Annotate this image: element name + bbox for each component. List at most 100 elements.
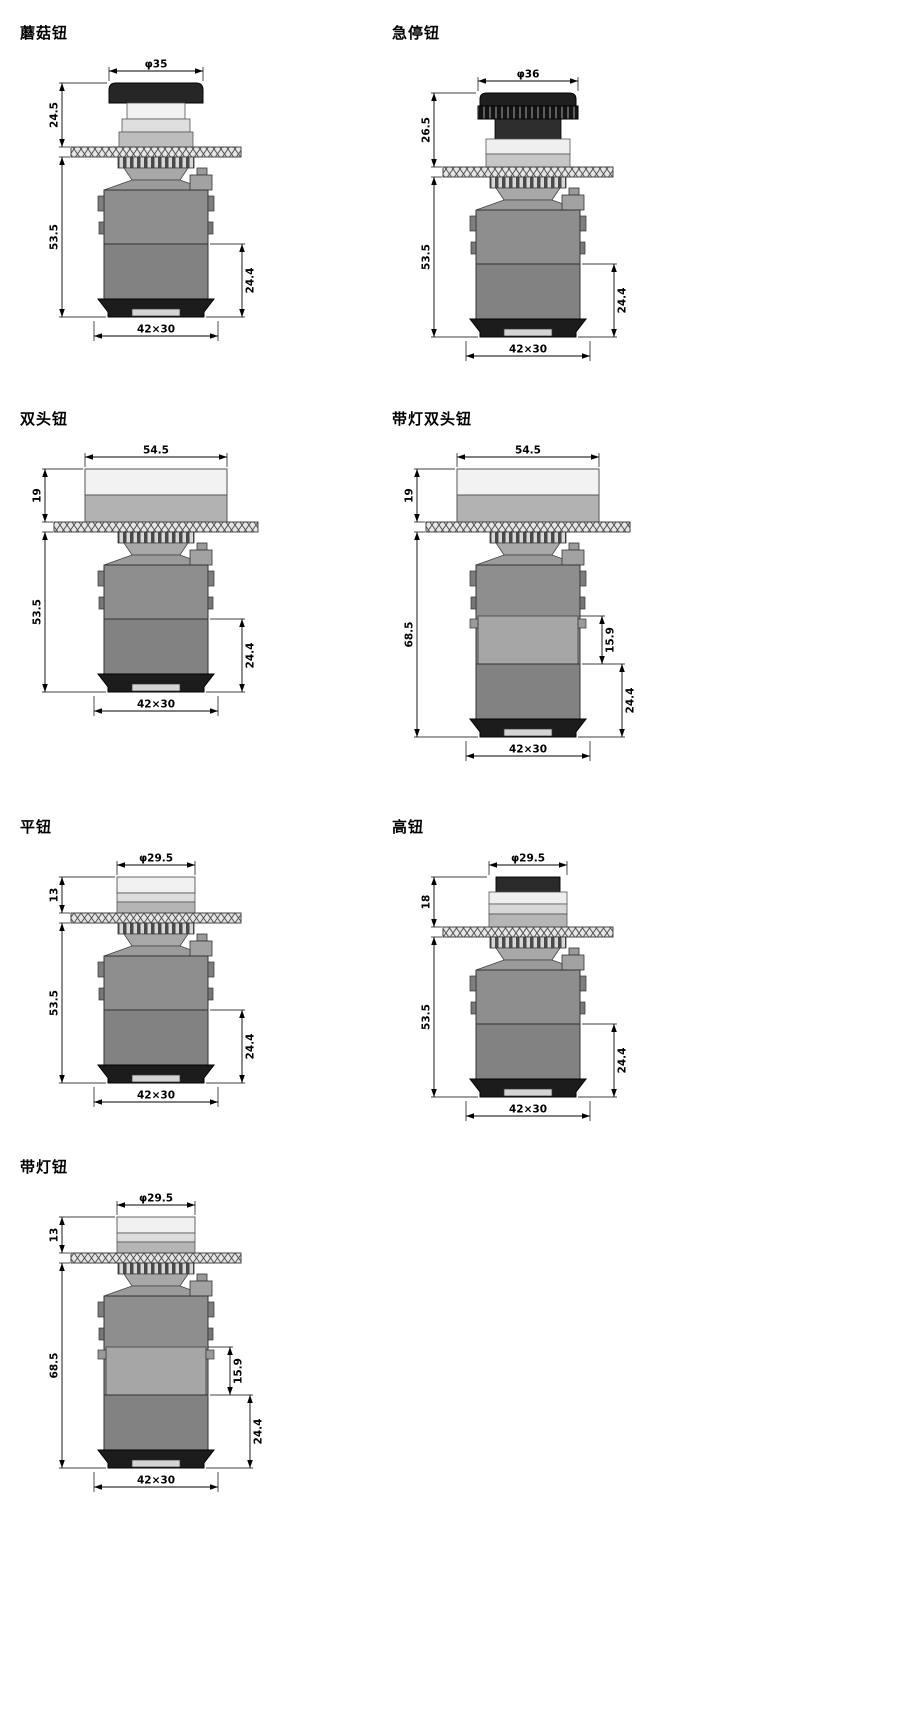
base xyxy=(96,1449,216,1469)
lamp-terminal xyxy=(469,618,479,629)
dimension: 42×30 xyxy=(94,699,218,714)
side-clip xyxy=(207,1301,215,1318)
dimension: 24.4 xyxy=(611,264,629,337)
dimension-label: 53.5 xyxy=(49,990,61,1016)
dimension-label: 53.5 xyxy=(421,1004,433,1030)
dimension: 24.5 xyxy=(49,83,65,147)
dimension: φ29.5 xyxy=(117,1193,195,1208)
dimension: φ35 xyxy=(109,59,203,74)
dimension-label: 42×30 xyxy=(137,699,175,711)
dimension: 15.9 xyxy=(227,1347,245,1395)
side-clip xyxy=(207,596,214,610)
dimension: 53.5 xyxy=(49,923,65,1083)
base xyxy=(96,673,216,693)
contact-block xyxy=(103,1394,209,1451)
dimension: 24.4 xyxy=(247,1395,265,1468)
dimension: 24.4 xyxy=(239,619,257,692)
side-clip xyxy=(470,596,477,610)
dimension-label: 68.5 xyxy=(404,622,416,648)
base-plate xyxy=(131,1074,181,1083)
contact-block xyxy=(103,618,209,675)
collar xyxy=(495,542,561,556)
terminal-screw xyxy=(196,167,208,176)
dimension: 53.5 xyxy=(49,157,65,317)
side-clip xyxy=(579,241,586,255)
side-clip xyxy=(207,987,214,1001)
dimension: 42×30 xyxy=(466,744,590,759)
dimension-label: 24.4 xyxy=(245,268,257,294)
dimension-label: 42×30 xyxy=(137,1475,175,1487)
dimension: 13 xyxy=(49,877,65,913)
figure-mushroom-button: 蘑菇钮 φ35 24.5 53.5 24.4 42×30 xyxy=(18,22,298,353)
dimension-label: 13 xyxy=(49,888,61,903)
contact-block xyxy=(475,263,581,320)
dimension-label: 24.4 xyxy=(617,1048,629,1074)
mounting-panel xyxy=(70,912,242,924)
side-clip xyxy=(207,1327,214,1341)
base-plate xyxy=(131,308,181,317)
dimension: 42×30 xyxy=(94,1090,218,1105)
knurled-ring xyxy=(117,922,195,935)
dimension-label: 24.5 xyxy=(49,102,61,128)
dimension-label: 53.5 xyxy=(32,599,44,625)
knurled-ring xyxy=(489,531,567,544)
contact-block xyxy=(103,243,209,300)
collar xyxy=(123,167,189,181)
terminal-block xyxy=(561,549,585,566)
side-clip xyxy=(470,1001,477,1015)
terminal-block xyxy=(561,954,585,971)
head-band xyxy=(116,1216,196,1234)
dimension-label: 24.4 xyxy=(245,643,257,669)
mushroom-cap xyxy=(108,82,204,104)
mounting-panel xyxy=(70,146,242,158)
head-band xyxy=(485,138,571,155)
dimension-label: 15.9 xyxy=(605,627,617,653)
estop-stem xyxy=(494,118,562,140)
terminal-block xyxy=(189,940,213,957)
figure-title: 双头钮 xyxy=(20,410,69,428)
technical-drawing: 54.5 19 53.5 24.4 42×30 xyxy=(32,445,259,716)
lamp-terminal xyxy=(205,1349,215,1360)
terminal-screw xyxy=(196,933,208,942)
figure-double-head-button: 双头钮 54.5 19 53.5 24.4 42×30 xyxy=(18,408,298,728)
side-clip xyxy=(207,961,215,978)
base-plate xyxy=(131,683,181,692)
side-clip xyxy=(579,215,587,232)
side-clip xyxy=(98,987,105,1001)
figure-title: 急停钮 xyxy=(392,24,441,42)
dimension: 54.5 xyxy=(85,445,227,460)
estop-cap xyxy=(479,92,577,107)
dimension-label: 24.4 xyxy=(253,1419,265,1445)
dimension-label: 54.5 xyxy=(515,445,541,457)
dimension: 42×30 xyxy=(466,344,590,359)
figure-title: 带灯钮 xyxy=(20,1158,69,1176)
head-band xyxy=(126,102,186,120)
dimension: 68.5 xyxy=(49,1263,65,1468)
technical-drawing: φ35 24.5 53.5 24.4 42×30 xyxy=(49,59,257,341)
figure-title: 蘑菇钮 xyxy=(20,24,69,42)
double-head-top xyxy=(456,468,600,496)
base-plate xyxy=(503,1088,553,1097)
side-clip xyxy=(469,975,477,992)
side-clip xyxy=(579,1001,586,1015)
dimension: 24.4 xyxy=(611,1024,629,1097)
head-band xyxy=(488,903,568,915)
contact-block xyxy=(475,663,581,720)
head-band xyxy=(121,118,191,133)
side-clip xyxy=(97,1301,105,1318)
dimension-label: 18 xyxy=(421,895,433,910)
side-clip xyxy=(579,570,587,587)
dimension-label: 42×30 xyxy=(137,324,175,336)
dimension-label: 19 xyxy=(32,488,44,503)
dimension: 53.5 xyxy=(421,937,437,1097)
figure-title: 高钮 xyxy=(392,818,425,836)
mounting-panel xyxy=(425,521,631,533)
terminal-screw xyxy=(196,542,208,551)
